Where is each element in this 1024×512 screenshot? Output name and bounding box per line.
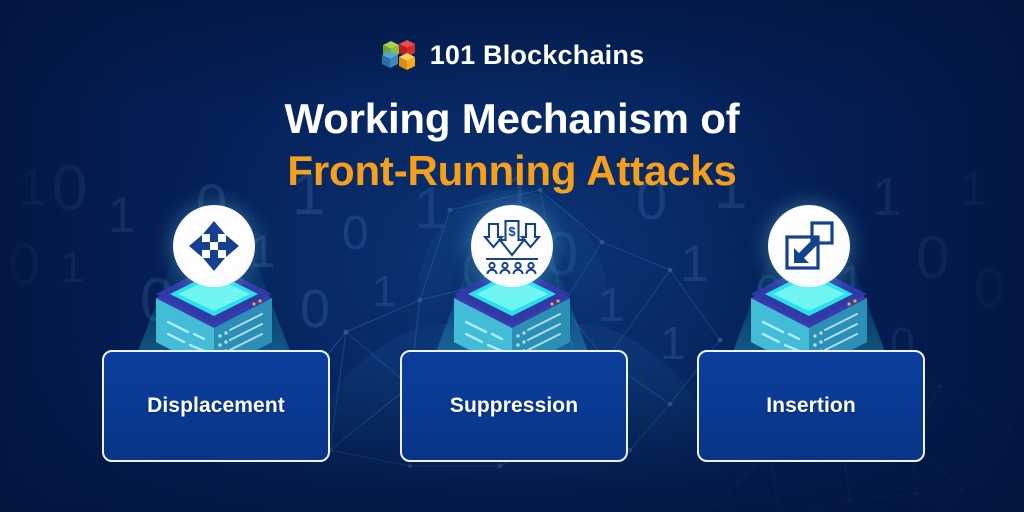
- card-label: Suppression: [449, 394, 579, 417]
- card-label: Insertion: [766, 394, 856, 417]
- pillar-suppression[interactable]: $ Suppression: [400, 205, 628, 462]
- brand-name: 101 Blockchains: [429, 39, 645, 70]
- pillars-row: Displacement: [0, 205, 1024, 462]
- brand-logo: 101 Blockchains: [0, 33, 1024, 77]
- card-displacement[interactable]: Displacement: [102, 350, 330, 462]
- cubes-logo-icon: [381, 40, 415, 70]
- down-arrows-over-people-icon: $: [483, 219, 541, 274]
- insert-squares-arrow-icon: [785, 221, 834, 270]
- card-insertion[interactable]: Insertion: [697, 350, 925, 462]
- icon-insertion: [768, 205, 850, 287]
- card-label: Displacement: [147, 394, 285, 417]
- icon-displacement: [173, 205, 255, 287]
- title-line-1: Working Mechanism of: [284, 95, 740, 142]
- pillar-insertion[interactable]: Insertion: [697, 205, 925, 462]
- four-way-arrows-icon: [189, 221, 239, 271]
- icon-suppression: $: [471, 205, 553, 287]
- pillar-displacement[interactable]: Displacement: [102, 205, 330, 462]
- page-title: Working Mechanism of Front-Running Attac…: [0, 94, 1024, 195]
- title-line-2: Front-Running Attacks: [287, 146, 737, 194]
- svg-text:$: $: [508, 224, 516, 239]
- card-suppression[interactable]: Suppression: [400, 350, 628, 462]
